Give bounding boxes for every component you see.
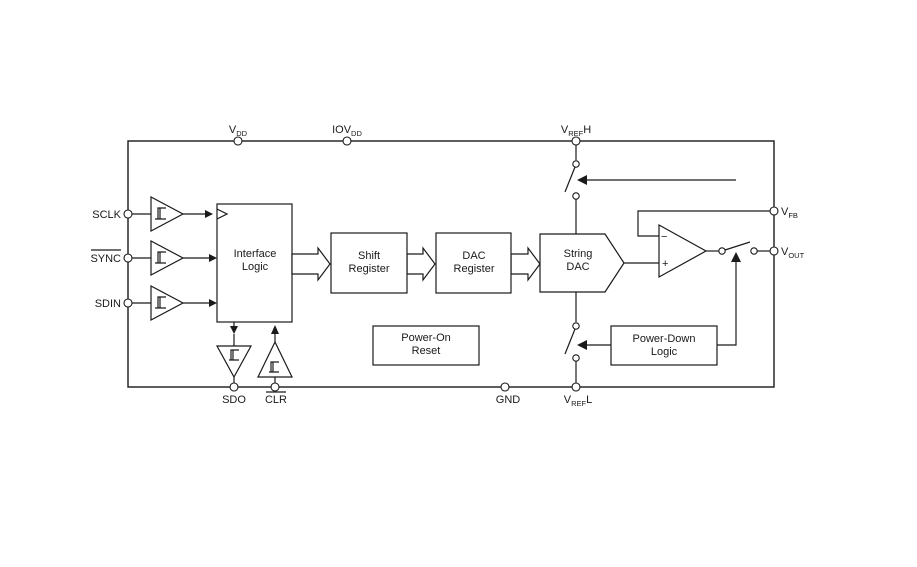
sclk-buffer <box>150 196 185 232</box>
bus-arrow-3 <box>510 246 541 282</box>
sclk-arrow <box>205 210 213 218</box>
vout-pin <box>769 246 779 256</box>
vrefl-pin <box>571 382 581 392</box>
feedback-wire <box>637 210 770 237</box>
gnd-label: GND <box>496 394 521 406</box>
vrefh-pin <box>571 136 581 146</box>
sdo-pin <box>229 382 239 392</box>
sync-buffer <box>150 240 185 276</box>
vrefl-ctrl-arrow <box>577 340 587 350</box>
vrefh-switch <box>564 166 576 193</box>
vout-label: VOUT <box>781 246 805 260</box>
interface-logic-block <box>216 203 293 323</box>
amp-plus: + <box>662 258 668 270</box>
vrefl-label: VREFL <box>564 394 592 408</box>
vfb-label: VFB <box>781 206 798 220</box>
sdo-arrow <box>230 326 238 334</box>
clr-label: CLR <box>265 394 287 406</box>
clr-pin <box>270 382 280 392</box>
iovdd-pin <box>342 136 352 146</box>
vdd-label: VDD <box>229 124 248 138</box>
vout-switch <box>724 241 751 251</box>
clr-arrow <box>271 325 279 334</box>
schmitt-icon <box>269 361 279 373</box>
output-amplifier <box>658 223 708 279</box>
sdin-arrow <box>209 299 217 307</box>
power-down-logic-block <box>610 325 718 366</box>
sync-pin <box>123 253 133 263</box>
vout-ctrl-arrow <box>731 252 741 262</box>
iovdd-label: IOVDD <box>332 124 362 138</box>
sdin-label: SDIN <box>95 298 121 310</box>
vdd-pin <box>233 136 243 146</box>
shift-register-block <box>330 232 408 294</box>
dac-register-block <box>435 232 512 294</box>
switch-node <box>718 247 726 255</box>
clock-input-marker <box>216 208 229 220</box>
bus-arrow-1 <box>291 246 331 282</box>
chip-outline <box>127 140 775 388</box>
schmitt-icon <box>155 251 166 264</box>
sdin-pin <box>123 298 133 308</box>
schmitt-icon <box>229 349 239 361</box>
vrefh-ctrl-arrow <box>577 175 587 185</box>
sdo-label: SDO <box>222 394 246 406</box>
sclk-pin <box>123 209 133 219</box>
gnd-pin <box>500 382 510 392</box>
switch-node <box>750 247 758 255</box>
sdo-buffer <box>215 345 253 379</box>
switch-node <box>572 160 580 168</box>
switch-node <box>572 354 580 362</box>
switch-node <box>572 322 580 330</box>
vrefl-switch <box>564 328 576 355</box>
power-on-reset-block <box>372 325 480 366</box>
switch-node <box>572 192 580 200</box>
amp-minus: − <box>661 231 667 243</box>
vrefh-label: VREFH <box>561 124 591 138</box>
schmitt-icon <box>155 207 166 220</box>
schmitt-icon <box>155 296 166 309</box>
bus-arrow-2 <box>406 246 436 282</box>
sync-label: SYNC <box>90 253 121 265</box>
pd-out-wire <box>717 262 737 346</box>
sclk-label: SCLK <box>92 209 121 221</box>
sdin-buffer <box>150 285 185 321</box>
string-dac-block <box>539 233 625 293</box>
sync-arrow <box>209 254 217 262</box>
vfb-pin <box>769 206 779 216</box>
